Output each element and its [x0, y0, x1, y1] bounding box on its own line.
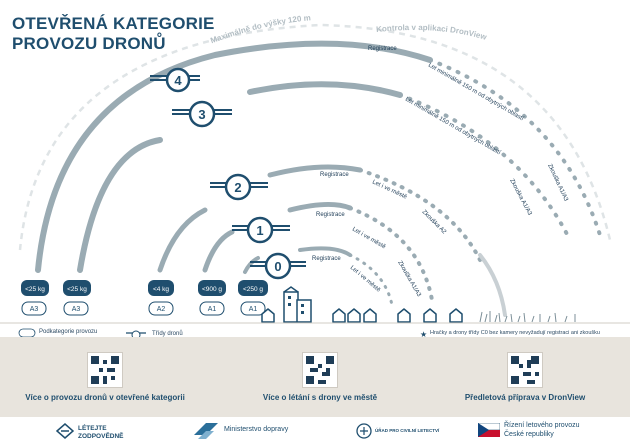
footer-logos: LÉTEJTE ZODPOVĚDNĚ Ministerstvo dopravy … — [0, 417, 630, 445]
legend-drone-class-text: Třídy dronů — [152, 331, 183, 337]
logo-letejte-line2: ZODPOVĚDNĚ — [78, 433, 124, 440]
title-line-1: OTEVŘENÁ KATEGORIE — [12, 14, 215, 33]
qr-code-icon — [302, 352, 338, 388]
drone-class-2-icon: 2 — [210, 173, 268, 201]
logo-ucl: ÚŘAD PRO CIVILNÍ LETECTVÍ — [375, 428, 440, 433]
note-registrace-4: Registrace — [368, 46, 397, 52]
subcat-pill-4-label: A1 — [208, 306, 217, 313]
weight-pill-3 — [148, 280, 174, 296]
qr-caption-open-category: Více o provozu dronů v otevřené kategori… — [25, 393, 185, 402]
arc-class-0-b — [298, 246, 352, 257]
note-let-mesto-2: Let i ve městě — [371, 179, 408, 201]
subcat-pill-2 — [63, 301, 89, 316]
weight-pill-5 — [238, 280, 268, 296]
control-label: Kontrola v aplikaci DronView — [376, 23, 489, 42]
weight-pill-4-label: <900 g — [202, 286, 222, 293]
drone-class-3-icon: 3 — [172, 100, 232, 128]
arc-class-4 — [35, 40, 433, 273]
drone-class-1-icon: 1 — [232, 216, 290, 244]
qr-caption-dronview: Předletová příprava v DronView — [464, 393, 586, 402]
drone-class-1-number: 1 — [256, 223, 263, 238]
note-registrace-2: Registrace — [320, 172, 349, 178]
rlp-flag-icon — [478, 423, 500, 437]
note-let-mesto-1: Let i ve městě — [351, 227, 387, 251]
right-small-arc — [478, 253, 507, 317]
arc-class-2 — [157, 207, 208, 273]
arc-class-0 — [243, 256, 260, 274]
note-zkouska-a1a3-1: Zkouška A1/A3 — [396, 260, 422, 299]
note-zkouska-a2: Zkouška A2 — [421, 209, 448, 236]
houses-icon — [261, 308, 463, 323]
note-zkouska-a1a3-4: Zkouška A1/A3 — [546, 163, 569, 203]
qr-block-open-category[interactable]: Více o provozu dronů v otevřené kategori… — [5, 352, 205, 402]
legend-note-text: Hračky a drony třídy C0 bez kamery nevyž… — [430, 330, 600, 336]
weight-pill-4 — [198, 280, 226, 296]
note-registrace-1: Registrace — [316, 212, 345, 218]
drone-class-4-number: 4 — [174, 73, 182, 88]
weight-pill-2 — [63, 280, 91, 296]
legend-subcategory-swatch — [18, 328, 36, 338]
arc-class-4-dotted — [428, 58, 602, 237]
weight-pill-1-label: <25 kg — [25, 286, 45, 293]
drone-class-3-number: 3 — [198, 107, 205, 122]
city-buildings-icon — [283, 286, 312, 323]
arc-class-3 — [77, 137, 163, 273]
logo-ministry: Ministerstvo dopravy — [224, 426, 289, 433]
drone-class-2-number: 2 — [234, 180, 241, 195]
note-zkouska-a1a3-3: Zkouška A1/A3 — [508, 178, 533, 217]
max-height-label: Maximálně do výšky 120 m — [209, 13, 311, 45]
note-registrace-0: Registrace — [312, 256, 341, 262]
subcat-pill-1 — [21, 301, 47, 316]
subcat-pill-3 — [148, 301, 174, 316]
legend-star-icon: ★ — [420, 330, 427, 339]
subcat-pill-2-label: A3 — [72, 306, 81, 313]
drone-class-4-icon: 4 — [150, 67, 200, 93]
title-line-2: PROVOZU DRONŮ — [12, 34, 166, 53]
subcat-pill-5 — [240, 301, 266, 316]
weight-pill-1 — [21, 280, 49, 296]
arc-class-3-b — [247, 81, 403, 98]
weight-pill-2-label: <25 kg — [67, 286, 87, 293]
subcat-pill-5-label: A1 — [249, 306, 258, 313]
subcat-pill-3-label: A2 — [157, 306, 166, 313]
subcat-pill-1-label: A3 — [30, 306, 39, 313]
qr-code-icon — [87, 352, 123, 388]
note-let-150-4: Let minimálně 150 m od obytných oblastí — [427, 63, 525, 123]
subcat-pill-4 — [199, 301, 225, 316]
max-height-guide-arc — [18, 23, 612, 251]
logo-rlp-line1: Řízení letového provozu — [504, 422, 580, 429]
arc-class-2-b — [267, 164, 363, 178]
legend-subcategory-text: Podkategorie provozu — [39, 329, 98, 335]
weight-pill-3-label: <4 kg — [153, 286, 169, 293]
qr-block-dronview[interactable]: Předletová příprava v DronView — [425, 352, 625, 402]
ministry-logo-icon — [194, 423, 218, 439]
logo-letejte-line1: LÉTEJTE — [78, 425, 107, 432]
arc-class-1 — [202, 229, 235, 273]
letejte-zodpovedne-logo-icon — [56, 423, 74, 439]
grass-icon — [479, 311, 576, 323]
arc-class-1-dotted — [348, 206, 434, 302]
qr-caption-city: Více o létání s drony ve městě — [262, 393, 378, 402]
arc-class-3-dotted — [398, 93, 572, 242]
arc-class-0-dotted — [348, 253, 394, 307]
ucl-emblem-icon — [356, 423, 372, 439]
qr-block-city[interactable]: Více o létání s drony ve městě — [220, 352, 420, 402]
weight-pill-5-label: <250 g — [243, 286, 263, 293]
drone-class-0-number: 0 — [274, 259, 281, 274]
arc-class-1-b — [287, 202, 353, 213]
logo-rlp-line2: České republiky — [504, 431, 554, 438]
qr-code-icon — [507, 352, 543, 388]
drone-class-0-icon: 0 — [250, 252, 306, 280]
note-let-150-3: Let minimálně 150 m od obytných oblastí — [404, 97, 502, 157]
note-let-mesto-0: Let i ve městě — [349, 265, 382, 294]
